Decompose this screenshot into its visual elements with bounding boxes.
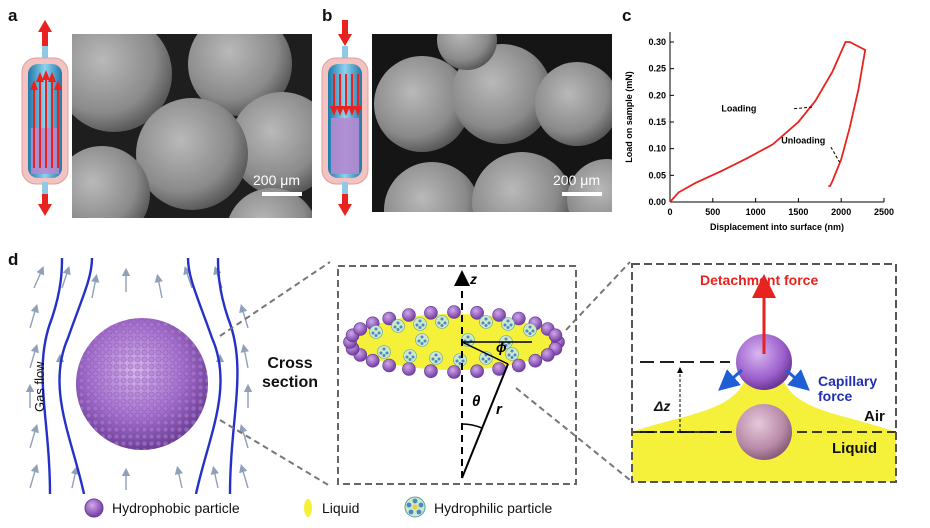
hydrophobic-particle	[353, 322, 368, 336]
particle-gas-flow-diagram	[25, 258, 253, 494]
y-tick-label: 0.05	[648, 170, 666, 180]
chart-x-ticks: 0 500 1000 1500 2000 2500	[667, 198, 894, 217]
y-tick-label: 0.20	[648, 90, 666, 100]
scale-bar-b	[562, 192, 602, 196]
hydrophobic-particle	[402, 308, 416, 322]
legend-hydrophobic-label: Hydrophobic particle	[112, 500, 240, 516]
hydrophilic-particle-icon	[404, 496, 426, 518]
reactor-schematic-a	[21, 20, 69, 216]
hydrophilic-particle	[435, 315, 449, 329]
hydrophobic-particle	[424, 364, 438, 378]
delta-z-label: Δz	[654, 398, 671, 414]
chart-y-label: Load on sample (mN)	[624, 71, 634, 163]
hydrophobic-particle-icon	[84, 498, 104, 518]
scale-bar-a	[262, 192, 302, 196]
hydrophobic-particle	[470, 305, 484, 320]
x-tick-label: 500	[705, 207, 720, 217]
hydrophilic-particle	[403, 349, 417, 363]
hydrophobic-particle	[447, 365, 461, 379]
hydrophilic-particle	[505, 347, 519, 361]
force-balance-diagram	[631, 263, 897, 483]
load-displacement-chart: 0 500 1000 1500 2000 2500 0.00 0.05 0.10 0.15 0.2…	[624, 32, 894, 232]
submerged-particle	[736, 404, 792, 460]
chart-x-label: Displacement into surface (nm)	[710, 222, 844, 232]
x-tick-label: 1500	[788, 207, 808, 217]
hydrophobic-particle	[492, 308, 506, 322]
hydrophobic-particle	[540, 348, 555, 362]
x-tick-label: 1000	[746, 207, 766, 217]
x-tick-label: 2000	[831, 207, 851, 217]
scale-label-a: 200 μm	[253, 172, 300, 188]
air-label: Air	[864, 408, 885, 425]
hydrophilic-particle	[377, 345, 391, 359]
gas-flow-label: Gas flow	[32, 361, 47, 412]
y-tick-label: 0.30	[648, 37, 666, 47]
panel-letter-c: c	[622, 6, 632, 25]
detachment-force-label: Detachment force	[700, 272, 819, 288]
y-tick-label: 0.15	[648, 117, 666, 127]
hydrophilic-particle	[391, 319, 405, 333]
panel-letter-a: a	[8, 6, 18, 25]
hydrophobic-particle	[447, 305, 461, 319]
hydrophilic-particle	[413, 317, 427, 331]
hydrophobic-particle	[365, 353, 380, 368]
sem-image-a	[72, 34, 312, 218]
cross-section-diagram: z ϕ θ r	[337, 265, 577, 485]
z-axis-label: z	[469, 271, 477, 287]
capillary-force-label: Capillary force	[818, 373, 878, 404]
chart-axes	[669, 32, 884, 203]
hydrophilic-particle	[501, 317, 515, 331]
hydrophilic-particle	[429, 351, 443, 365]
hydrophilic-particles	[369, 315, 537, 367]
hydrophilic-particle	[479, 315, 493, 329]
detaching-particle	[736, 334, 792, 390]
annotation-unloading: Unloading	[781, 136, 825, 146]
chart-series-line	[669, 41, 867, 203]
hydrophilic-particle	[369, 325, 383, 339]
hydrophilic-particle	[523, 323, 537, 337]
hydrophobic-particle	[512, 358, 526, 373]
gas-flow-arrows	[25, 266, 253, 490]
hydrophilic-particle	[415, 333, 429, 347]
panel-letter-d: d	[8, 250, 19, 269]
annotation-loading: Loading	[721, 104, 756, 114]
r-label: r	[496, 401, 503, 418]
legend-liquid-label: Liquid	[322, 500, 360, 516]
hydrophobic-particle	[528, 353, 543, 368]
sem-image-b	[372, 34, 612, 212]
hydrophobic-particle	[470, 364, 484, 378]
theta-label: θ	[472, 393, 481, 410]
hydrophobic-particle	[424, 305, 438, 320]
scale-label-b: 200 μm	[553, 172, 600, 188]
liquid-label: Liquid	[832, 440, 877, 457]
hydrophilic-particle	[453, 353, 467, 367]
panel-letter-b: b	[322, 6, 333, 25]
reactor-schematic-b	[321, 20, 369, 216]
y-tick-label: 0.25	[648, 64, 666, 74]
x-tick-label: 0	[667, 207, 672, 217]
hydrophobic-particle	[382, 311, 397, 326]
gas-streamlines	[41, 258, 239, 494]
x-tick-label: 2500	[874, 207, 894, 217]
chart-y-ticks: 0.00 0.05 0.10 0.15 0.20 0.25 0.30	[648, 37, 674, 207]
annotation-arrow	[794, 106, 813, 110]
hydrophobic-particle	[548, 328, 563, 343]
legend-hydrophilic-label: Hydrophilic particle	[434, 500, 553, 516]
hydrophobic-particle	[382, 358, 397, 373]
hydrophobic-particle	[402, 362, 416, 376]
phi-label: ϕ	[496, 339, 507, 355]
y-tick-label: 0.10	[648, 144, 666, 154]
liquid-drop-icon	[302, 497, 314, 519]
annotation-arrow	[830, 146, 840, 163]
y-tick-label: 0.00	[648, 197, 666, 207]
cross-section-label: Cross section	[262, 355, 319, 391]
hydrophobic-particle	[512, 311, 526, 326]
